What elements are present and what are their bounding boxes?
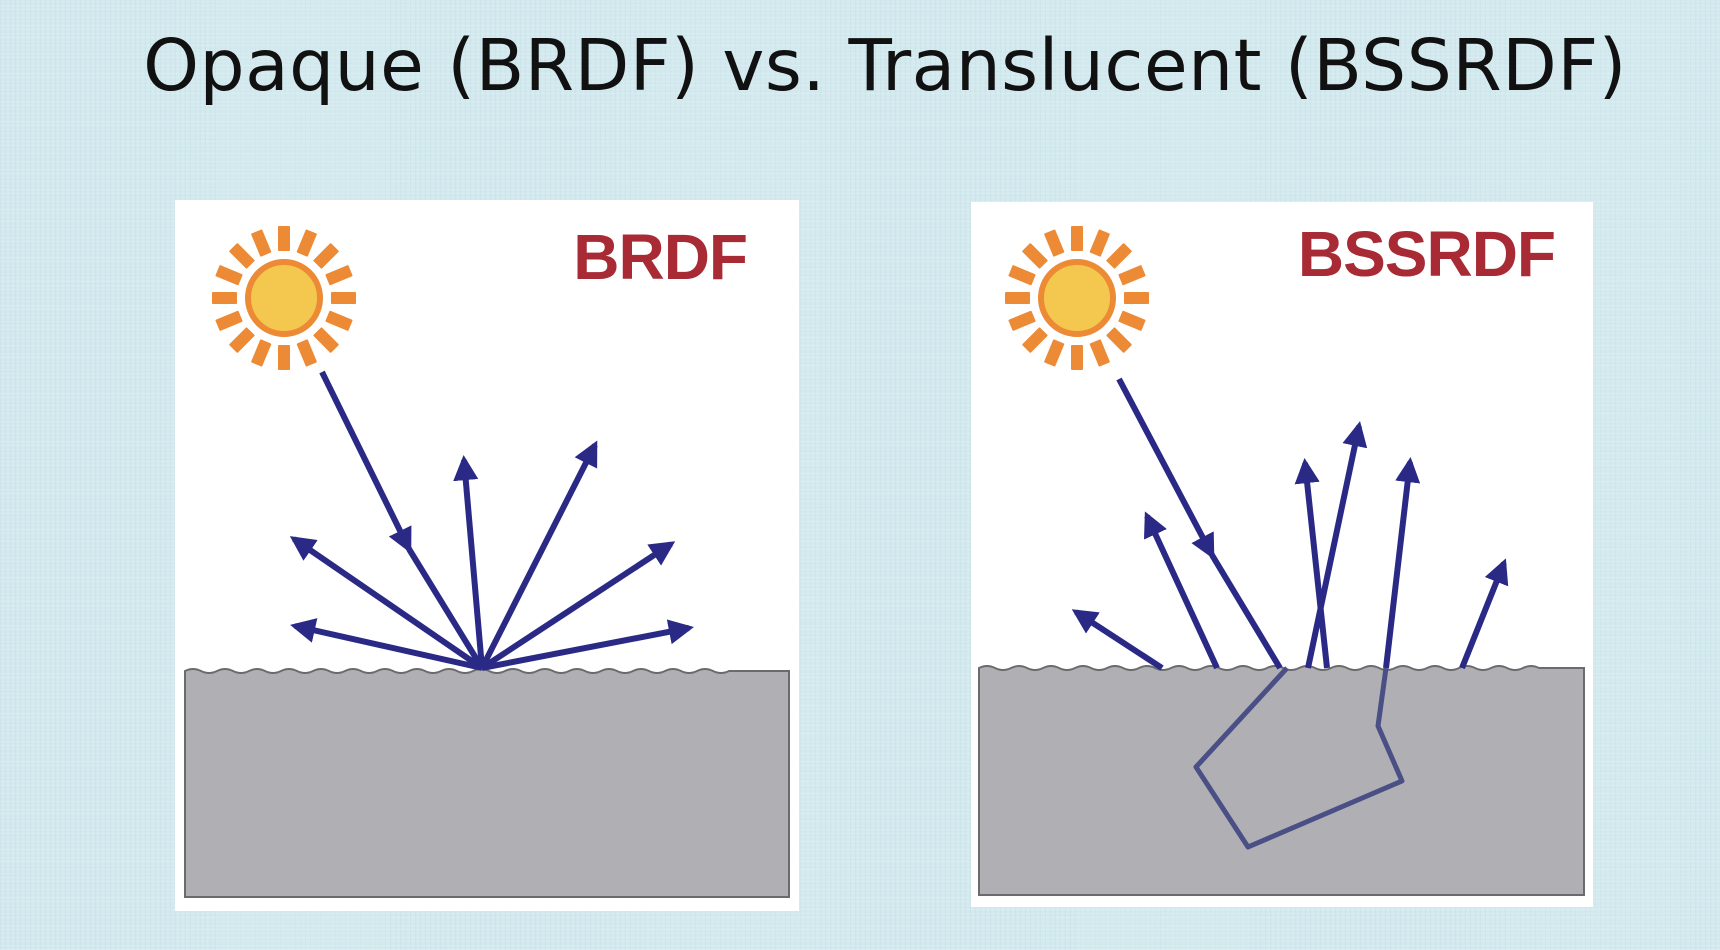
bssrdf-label: BSSRDF	[1297, 218, 1556, 290]
brdf-label: BRDF	[573, 221, 748, 293]
reflected-ray	[289, 536, 484, 671]
exiting-ray	[1459, 558, 1509, 670]
reflected-ray	[290, 618, 483, 671]
brdf-panel: BRDF	[175, 200, 799, 911]
reflected-ray	[481, 619, 694, 671]
exiting-ray	[1383, 456, 1421, 669]
incident-ray	[1116, 377, 1215, 560]
reflected-ray	[480, 541, 676, 671]
incident-ray	[319, 370, 412, 554]
sun-icon	[212, 226, 356, 370]
translucent-surface	[978, 665, 1585, 896]
reflected-ray	[453, 454, 485, 669]
exiting-ray	[1294, 457, 1330, 669]
opaque-surface	[184, 668, 790, 898]
subsurface-path	[1193, 666, 1405, 850]
slide-title: Opaque (BRDF) vs. Translucent (BSSRDF)	[143, 24, 1627, 107]
bssrdf-diagram	[978, 226, 1585, 896]
exiting-ray	[1305, 421, 1368, 669]
bssrdf-panel: BSSRDF	[971, 202, 1593, 907]
brdf-diagram	[184, 226, 790, 898]
reflected-ray	[479, 440, 598, 670]
exiting-ray	[1071, 609, 1164, 671]
exiting-ray	[1143, 511, 1220, 670]
sun-icon	[1005, 226, 1149, 370]
